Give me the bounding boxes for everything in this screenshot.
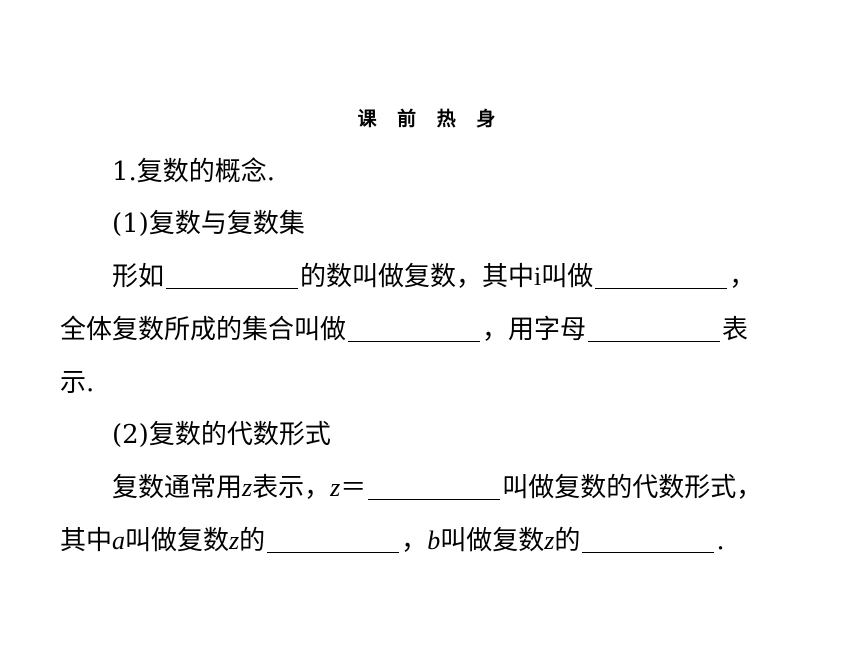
text-fragment: 其中	[60, 526, 113, 556]
text-fragment: 叫做复数的代数形式，	[502, 473, 763, 503]
text-fragment: 表示，	[252, 473, 331, 503]
fill-in-blank	[595, 262, 728, 289]
fill-in-blank	[368, 473, 501, 500]
fill-in-blank	[348, 315, 481, 342]
text-fragment: .	[716, 526, 725, 556]
subsection-2-line-2: 其中a叫做复数z的，b叫做复数z的.	[60, 525, 725, 557]
text-fragment: 叫做复数	[125, 526, 230, 556]
text-fragment: 示.	[60, 368, 95, 398]
variable-z: z	[544, 526, 555, 555]
text-fragment: 的	[554, 526, 581, 556]
text-fragment: ，用字母	[482, 315, 587, 345]
variable-a: a	[112, 526, 126, 555]
text-fragment: ，	[729, 262, 756, 292]
subsection-1-line-2: 全体复数所成的集合叫做 ，用字母 表	[60, 314, 748, 346]
fill-in-blank	[588, 315, 721, 342]
fill-in-blank	[166, 262, 299, 289]
subsection-1-title: (1)复数与复数集	[112, 209, 305, 239]
variable-b: b	[427, 526, 441, 555]
section-heading: 课 前 热 身	[357, 108, 503, 130]
text-fragment: 的数叫做复数，其中	[300, 262, 535, 292]
variable-z: z	[330, 473, 341, 502]
variable-z: z	[229, 526, 240, 555]
subsection-1-line-3: 示.	[60, 367, 94, 399]
fill-in-blank	[582, 526, 715, 553]
text-fragment: 形如	[112, 262, 165, 292]
subsection-2-title: (2)复数的代数形式	[112, 420, 331, 450]
subsection-1-line-1: 形如 的数叫做复数，其中i叫做 ，	[112, 261, 755, 293]
text-fragment: 表	[722, 315, 749, 345]
equals-sign: ＝	[340, 473, 367, 503]
text-fragment: ，	[401, 526, 428, 556]
text-fragment: 全体复数所成的集合叫做	[60, 315, 347, 345]
text-fragment: 的	[239, 526, 266, 556]
subsection-2-line-1: 复数通常用z表示，z＝叫做复数的代数形式，	[112, 472, 762, 504]
variable-z: z	[242, 473, 253, 502]
imaginary-unit: i	[534, 262, 542, 291]
section-1-title: 1.复数的概念.	[112, 157, 276, 187]
text-fragment: 叫做复数	[440, 526, 545, 556]
fill-in-blank	[267, 526, 400, 553]
text-fragment: 叫做	[541, 262, 594, 292]
text-fragment: 复数通常用	[112, 473, 243, 503]
